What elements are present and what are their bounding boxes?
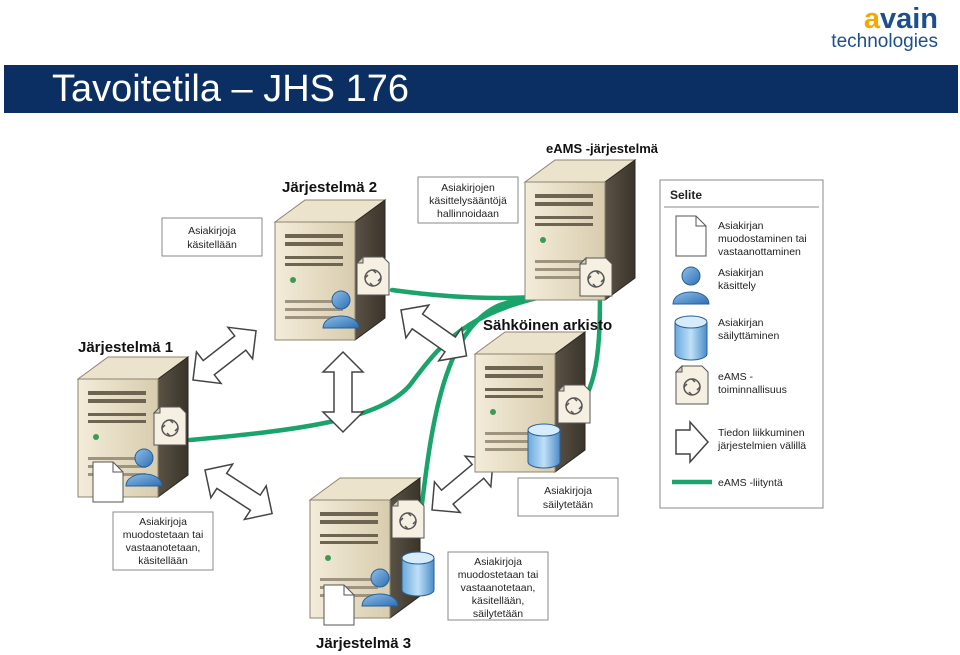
legend-text: järjestelmien välillä: [717, 440, 806, 452]
note-system-3: Asiakirjoja muodostetaan tai vastaanotet…: [447, 551, 549, 621]
document-icon: [323, 584, 355, 626]
note-line: muodostetaan tai: [123, 529, 204, 541]
eams-system-label: eAMS -järjestelmä: [546, 141, 659, 156]
eams-icon: [391, 499, 425, 539]
note-line: käsitellään: [187, 239, 237, 251]
avain-logo: avain technologies: [831, 4, 938, 52]
legend-text: säilyttäminen: [718, 330, 779, 342]
eams-icon: [579, 257, 613, 297]
note-line: Asiakirjoja: [474, 556, 522, 568]
note-line: vastaanotetaan,: [126, 542, 201, 554]
system-3: [309, 477, 435, 626]
note-line: Asiakirjoja: [188, 225, 236, 237]
legend-eams-icon: [675, 365, 709, 405]
legend-text: käsittely: [718, 280, 757, 292]
eams-icon: [356, 256, 390, 296]
note-eams: Asiakirjojen käsittelysääntöjä hallinnoi…: [417, 176, 519, 224]
database-icon: [527, 423, 561, 469]
note-line: hallinnoidaan: [437, 208, 499, 220]
system-2: [274, 199, 390, 341]
legend-text: Asiakirjan: [718, 317, 764, 329]
logo-brand-rest: vain: [879, 3, 938, 35]
legend-text: eAMS -: [718, 371, 754, 383]
eams-icon: [557, 384, 591, 424]
legend-text: Asiakirjan: [718, 267, 764, 279]
legend-text: eAMS -liityntä: [718, 477, 783, 489]
note-line: käsittelysääntöjä: [429, 195, 507, 207]
note-line: Asiakirjoja: [544, 485, 592, 497]
title-bar: Tavoitetila – JHS 176: [4, 65, 958, 113]
legend-text: Asiakirjan: [718, 220, 764, 232]
system-1: [77, 356, 189, 503]
logo-brand: avain: [831, 4, 938, 34]
logo-subtitle: technologies: [831, 31, 938, 52]
note-archive: Asiakirjoja säilytetään: [517, 477, 619, 517]
note-system-2: Asiakirjoja käsitellään: [161, 217, 263, 257]
note-line: Asiakirjoja: [139, 516, 187, 528]
legend-database-icon: [674, 315, 708, 361]
legend: Selite Asiakirjan muodostaminen tai vast…: [659, 179, 824, 509]
electronic-archive: [474, 331, 591, 473]
legend-arrow-icon: [675, 420, 710, 464]
page-title: Tavoitetila – JHS 176: [52, 68, 409, 110]
note-line: muodostetaan tai: [458, 569, 539, 581]
legend-title: Selite: [670, 188, 702, 202]
database-icon: [401, 551, 435, 597]
note-line: säilytetään: [543, 499, 593, 511]
legend-document-icon: [675, 215, 707, 257]
system-3-label: Järjestelmä 3: [316, 635, 411, 652]
link-s1-eams: [187, 285, 603, 443]
logo-accent-letter: a: [863, 3, 880, 35]
eams-system: [524, 159, 636, 301]
archive-label: Sähköinen arkisto: [483, 317, 612, 334]
legend-text: Tiedon liikkuminen: [718, 427, 805, 439]
eams-icon: [153, 406, 187, 446]
legend-text: toiminnallisuus: [718, 384, 787, 396]
note-line: Asiakirjojen: [441, 182, 495, 194]
note-line: vastaanotetaan,: [461, 582, 536, 594]
note-line: käsitellään,: [472, 595, 525, 607]
legend-text: muodostaminen tai: [718, 233, 807, 245]
system-2-label: Järjestelmä 2: [282, 179, 377, 196]
note-line: käsitellään: [138, 555, 188, 567]
legend-text: vastaanottaminen: [718, 246, 801, 258]
note-line: säilytetään: [473, 608, 523, 620]
document-icon: [92, 461, 124, 503]
note-system-1: Asiakirjoja muodostetaan tai vastaanotet…: [112, 511, 214, 571]
system-1-label: Järjestelmä 1: [78, 339, 173, 356]
arrow-s1-s2: [179, 314, 270, 397]
